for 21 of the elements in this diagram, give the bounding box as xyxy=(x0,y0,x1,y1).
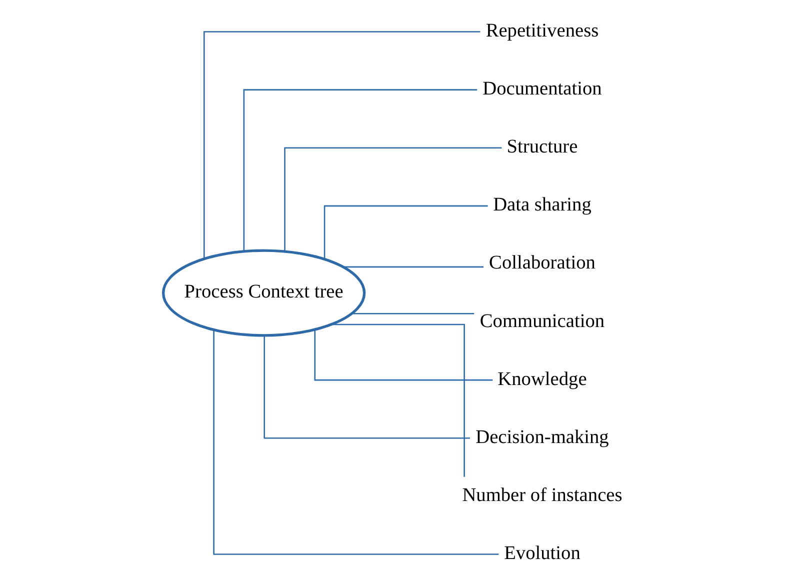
connector xyxy=(331,324,465,477)
node-text: Collaboration xyxy=(489,252,596,274)
connector xyxy=(284,147,502,252)
node-text: Structure xyxy=(506,136,578,158)
node-text: Decision-making xyxy=(476,426,609,448)
node-ellipse: Process Context tree xyxy=(162,249,366,337)
connector xyxy=(314,330,493,381)
connector xyxy=(264,336,470,439)
node-text: Communication xyxy=(480,310,605,332)
connector xyxy=(352,312,474,314)
node-text: Number of instances xyxy=(462,484,622,506)
connector xyxy=(343,266,484,268)
node-text: Evolution xyxy=(504,542,580,564)
node-text: Data sharing xyxy=(493,194,592,216)
node-text: Documentation xyxy=(482,78,602,100)
connector xyxy=(204,31,480,259)
connector xyxy=(243,89,478,251)
node-text: Knowledge xyxy=(498,368,587,390)
connector xyxy=(324,205,488,260)
connector xyxy=(213,330,499,555)
node-text: Repetitiveness xyxy=(486,20,599,42)
